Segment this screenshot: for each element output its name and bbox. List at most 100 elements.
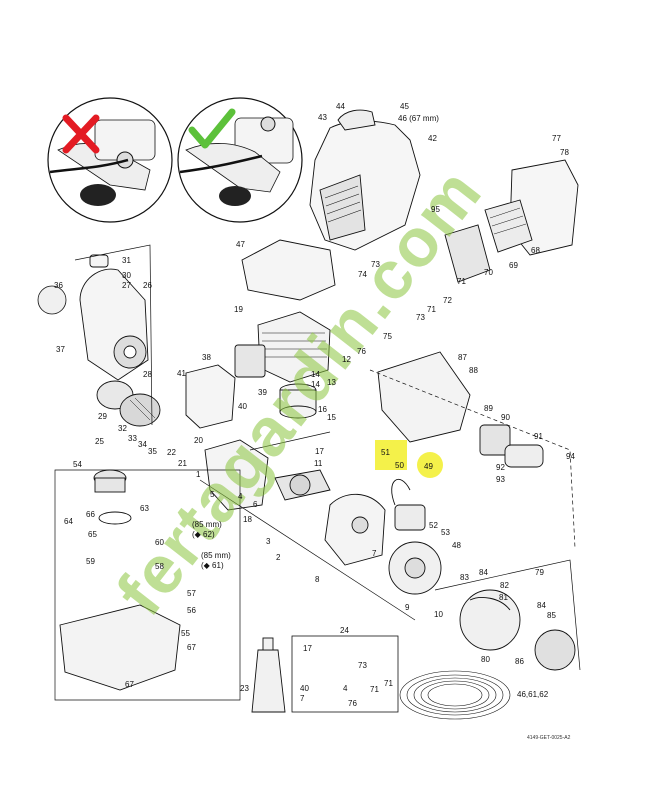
part-label-43: 43: [318, 113, 327, 122]
part-label-51: 51: [381, 448, 390, 457]
part-label-34: 34: [138, 440, 147, 449]
part-label-78: 78: [560, 148, 569, 157]
part-label-59: 59: [86, 557, 95, 566]
part-label-79: 79: [535, 568, 544, 577]
part-label-29: 29: [98, 412, 107, 421]
cylinder-block: [234, 311, 331, 383]
clutch: [388, 541, 576, 671]
correct-mount-detail: [177, 97, 303, 223]
part-label-93: 93: [496, 475, 505, 484]
air-filter-housing: [444, 159, 579, 283]
coiled-line: [399, 670, 511, 720]
part-label-72: 72: [443, 296, 452, 305]
part-label-1: 1: [196, 470, 201, 479]
part-label-74: 74: [358, 270, 367, 279]
part-label-67b: 67: [125, 680, 134, 689]
ignition-module: [391, 478, 426, 531]
part-label-24: 24: [340, 626, 349, 635]
part-label-69: 69: [509, 261, 518, 270]
part-label-71d: 71: [384, 679, 393, 688]
part-label-6: 6: [253, 500, 258, 509]
cross-icon: [62, 114, 100, 154]
part-label-5: 5: [210, 490, 215, 499]
part-label-63: 63: [140, 504, 149, 513]
part-label-83: 83: [460, 573, 469, 582]
part-label-28: 28: [143, 370, 152, 379]
check-icon: [188, 108, 236, 149]
part-label-48: 48: [452, 541, 461, 550]
part-label-17: 17: [315, 447, 324, 456]
part-label-3: 3: [266, 537, 271, 546]
part-label-31: 31: [122, 256, 131, 265]
document-code: 4149-GET-0025-A2: [527, 735, 571, 741]
part-label-81: 81: [499, 593, 508, 602]
part-label-76b: 76: [348, 699, 357, 708]
part-label-22: 22: [167, 448, 176, 457]
part-label-7: 7: [372, 549, 377, 558]
part-label-38: 38: [202, 353, 211, 362]
part-label-20: 20: [194, 436, 203, 445]
part-label-10: 10: [434, 610, 443, 619]
part-label-66: 66: [86, 510, 95, 519]
part-label-77: 77: [552, 134, 561, 143]
part-label-70: 70: [484, 268, 493, 277]
part-label-61b: (◆ 62): [192, 530, 215, 539]
part-label-73b: 73: [416, 313, 425, 322]
part-label-73c: 73: [358, 661, 367, 670]
part-label-25: 25: [95, 437, 104, 446]
part-label-50: 50: [395, 461, 404, 470]
part-label-14a: 14: [311, 370, 320, 379]
part-label-9: 9: [405, 603, 410, 612]
part-label-95: 95: [431, 205, 440, 214]
part-label-18a: 18: [243, 515, 252, 524]
part-label-76a: 76: [357, 347, 366, 356]
part-label-86: 86: [515, 657, 524, 666]
drive-tube: [377, 351, 544, 468]
part-label-15: 15: [327, 413, 336, 422]
part-label-7b: 7: [300, 694, 305, 703]
grease-tube: [251, 637, 286, 713]
engine-shroud: [309, 109, 421, 251]
part-label-94: 94: [566, 452, 575, 461]
part-label-12: 12: [342, 355, 351, 364]
part-label-80: 80: [481, 655, 490, 664]
part-label-37: 37: [56, 345, 65, 354]
part-label-88: 88: [469, 366, 478, 375]
part-label-53: 53: [441, 528, 450, 537]
part-label-16: 16: [318, 405, 327, 414]
part-label-47: 47: [236, 240, 245, 249]
part-label-91: 91: [534, 432, 543, 441]
fuel-tank: [59, 469, 181, 691]
part-label-45: 45: [400, 102, 409, 111]
part-label-71c: 71: [370, 685, 379, 694]
part-label-57: 57: [187, 589, 196, 598]
crankcase: [204, 439, 386, 566]
rewind-starter: [79, 254, 149, 381]
part-label-44: 44: [336, 102, 345, 111]
part-label-84a: 84: [479, 568, 488, 577]
part-label-13: 13: [327, 378, 336, 387]
part-label-60: 60: [155, 538, 164, 547]
piston: [279, 383, 317, 419]
part-label-54: 54: [73, 460, 82, 469]
part-label-61a: (85 mm): [192, 520, 222, 529]
part-label-90: 90: [501, 413, 510, 422]
part-label-30: 30: [122, 271, 131, 280]
flywheel: [96, 380, 161, 427]
fan-housing: [241, 239, 336, 301]
part-label-75: 75: [383, 332, 392, 341]
highlight-circle-49: [417, 452, 443, 478]
part-label-36: 36: [54, 281, 63, 290]
part-label-65: 65: [88, 530, 97, 539]
part-label-4: 4: [238, 492, 243, 501]
part-label-2: 2: [276, 553, 281, 562]
part-label-92: 92: [496, 463, 505, 472]
part-label-55: 55: [181, 629, 190, 638]
part-label-41: 41: [177, 369, 186, 378]
starter-plate: [37, 285, 67, 315]
part-label-85: 85: [547, 611, 556, 620]
part-label-40b: 40: [300, 684, 309, 693]
part-label-8: 8: [315, 575, 320, 584]
part-label-56: 56: [187, 606, 196, 615]
part-label-49: 49: [424, 462, 433, 471]
